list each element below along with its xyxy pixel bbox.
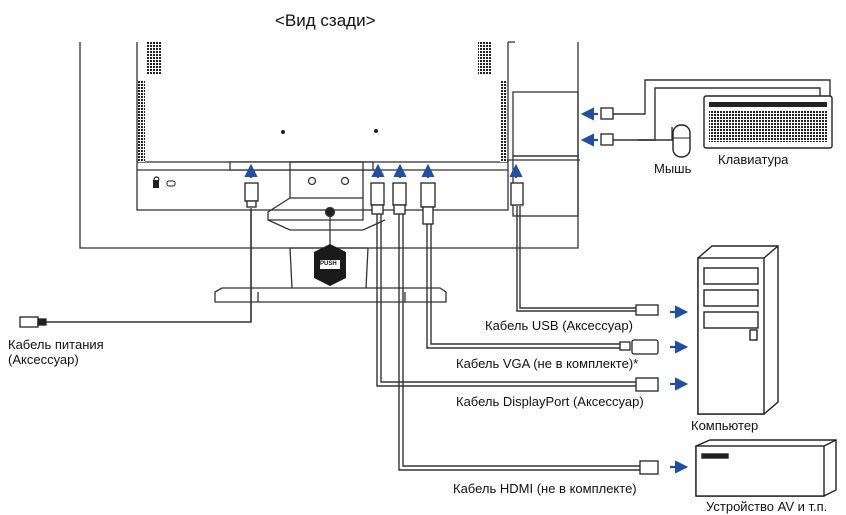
displayport-cable-label: Кабель DisplayPort (Аксессуар)	[456, 394, 644, 409]
speaker-grille-right	[478, 42, 492, 74]
power-cable-label: Кабель питания	[8, 337, 104, 352]
push-label: PUSH	[320, 261, 337, 267]
keyboard-label: Клавиатура	[718, 152, 789, 167]
hdmi-cable-label: Кабель HDMI (не в комплекте)	[453, 481, 637, 496]
cables	[45, 79, 831, 471]
computer-label: Компьютер	[691, 418, 759, 433]
screw-hole	[374, 129, 378, 133]
vga-cable-label: Кабель VGA (не в комплекте)*	[456, 356, 639, 371]
speaker-grille-left	[147, 42, 161, 74]
av-device-label: Устройство AV и т.п.	[706, 499, 828, 514]
monitor-stand	[214, 161, 447, 303]
vent-right	[500, 80, 507, 162]
port-arrows	[244, 107, 689, 474]
diagram-title: <Вид сзади>	[275, 11, 376, 30]
computer-icon	[697, 245, 779, 415]
device-plugs	[19, 107, 659, 475]
keyboard-icon	[703, 95, 833, 149]
mouse-label: Мышь	[654, 161, 692, 176]
screw-hole	[281, 130, 285, 134]
power-cable-sublabel: (Аксессуар)	[8, 352, 79, 367]
connector-plugs	[244, 182, 524, 225]
usb-cable-label: Кабель USB (Аксессуар)	[485, 318, 633, 333]
push-button[interactable]	[314, 244, 346, 286]
mouse-icon	[672, 124, 691, 158]
kensington-lock-icon	[153, 176, 176, 188]
av-device-icon	[695, 439, 837, 497]
vent-left	[138, 80, 145, 162]
